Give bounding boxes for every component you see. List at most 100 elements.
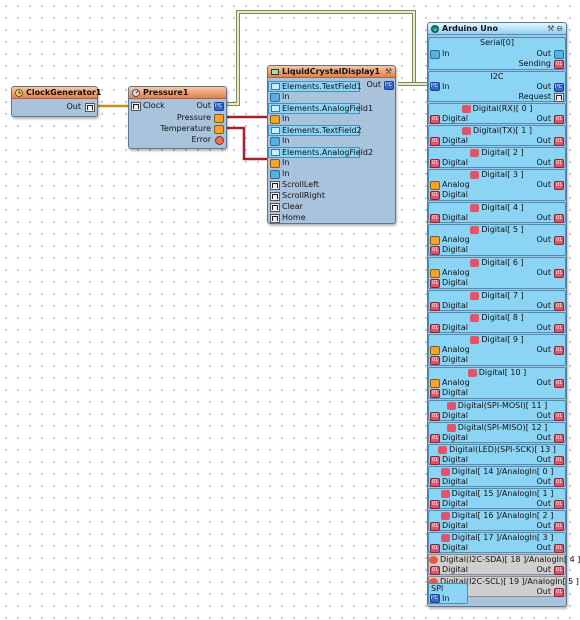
arduino-i2c-section[interactable]: I2C In Out Request (428, 71, 566, 102)
pressure-pressure-pin[interactable] (214, 114, 224, 123)
analog-in-pin[interactable] (430, 236, 440, 245)
arduino-uno-component[interactable]: ∞ Arduino Uno ⚒ ⊖ Serial[0] In Out Sendi… (427, 22, 580, 607)
i2c-in-pin[interactable] (430, 82, 440, 91)
digital-channel-10[interactable]: Digital[ 10 ]AnalogDigitalOut (428, 367, 566, 399)
digital-out-pin[interactable] (554, 588, 564, 597)
digital-out-pin[interactable] (554, 379, 564, 388)
serial-out-pin[interactable] (554, 50, 564, 59)
digital-channel-18[interactable]: Digital(I2C-SDA)[ 18 ]/AnalogIn[ 4 ]Digi… (428, 554, 580, 575)
arduino-serial-section[interactable]: Serial[0] In Out Sending (428, 37, 566, 70)
digital-out-pin[interactable] (554, 181, 564, 190)
digital-out-pin[interactable] (554, 346, 564, 355)
analog-in-pin[interactable] (430, 379, 440, 388)
lcd-textfield2-in-pin[interactable] (270, 137, 280, 146)
i2c-out-pin[interactable] (554, 83, 564, 92)
lcd-header[interactable]: LiquidCrystalDisplay1 ⚒ (268, 66, 395, 78)
lcd-clear-pin[interactable] (270, 203, 280, 212)
lcd-component[interactable]: LiquidCrystalDisplay1 ⚒ Out Elements.Tex… (267, 65, 396, 224)
digital-channel-3[interactable]: Digital[ 3 ]AnalogDigitalOut (428, 169, 566, 201)
lcd-scrollleft-pin[interactable] (270, 181, 280, 190)
pressure-header[interactable]: Pressure1 (129, 87, 226, 99)
serial-sending-pin[interactable] (554, 60, 564, 69)
analog-in-pin[interactable] (430, 346, 440, 355)
digital-out-pin[interactable] (554, 522, 564, 531)
collapse-icon[interactable]: ⊖ (556, 24, 563, 33)
lcd-element-textfield2[interactable]: Elements.TextField2 In (268, 125, 362, 147)
spi-in-pin[interactable] (430, 594, 440, 603)
digital-out-pin[interactable] (554, 456, 564, 465)
digital-out-pin[interactable] (554, 544, 564, 553)
digital-out-pin[interactable] (554, 159, 564, 168)
digital-in-pin[interactable] (430, 478, 440, 487)
serial-in-pin[interactable] (430, 50, 440, 59)
digital-in-pin[interactable] (430, 279, 440, 288)
clock-generator-component[interactable]: ClockGenerator1 Out (11, 86, 101, 117)
digital-in-pin[interactable] (430, 522, 440, 531)
digital-channel-5[interactable]: Digital[ 5 ]AnalogDigitalOut (428, 224, 566, 256)
lcd-element-analogfield1[interactable]: Elements.AnalogField1 In (268, 103, 373, 125)
lcd-home-pin[interactable] (270, 214, 280, 223)
digital-in-pin[interactable] (430, 159, 440, 168)
digital-in-pin[interactable] (430, 456, 440, 465)
lcd-analogfield2-in-pin[interactable] (270, 159, 280, 168)
clock-generator-out-pin[interactable] (85, 103, 95, 112)
digital-in-pin[interactable] (430, 115, 440, 124)
wrench-icon[interactable]: ⚒ (547, 24, 555, 33)
digital-out-pin[interactable] (554, 214, 564, 223)
wrench-icon[interactable]: ⚒ (384, 67, 392, 76)
digital-in-pin[interactable] (430, 544, 440, 553)
lcd-element-analogfield2[interactable]: Elements.AnalogField2 In (268, 147, 373, 169)
arduino-spi-section[interactable]: SPI In (428, 583, 468, 604)
analog-in-pin[interactable] (430, 269, 440, 278)
digital-out-pin[interactable] (554, 115, 564, 124)
digital-out-pin[interactable] (554, 412, 564, 421)
digital-channel-6[interactable]: Digital[ 6 ]AnalogDigitalOut (428, 257, 566, 289)
pressure-component[interactable]: Pressure1 Clock Out Pressure Temperature… (128, 86, 227, 149)
arduino-header[interactable]: ∞ Arduino Uno ⚒ ⊖ (428, 23, 566, 35)
pressure-out-pin[interactable] (214, 102, 224, 111)
digital-out-pin[interactable] (554, 434, 564, 443)
digital-out-pin[interactable] (554, 269, 564, 278)
i2c-request-pin[interactable] (554, 93, 564, 102)
digital-in-pin[interactable] (430, 302, 440, 311)
analog-in-pin[interactable] (430, 181, 440, 190)
digital-out-pin[interactable] (554, 137, 564, 146)
digital-in-pin[interactable] (430, 412, 440, 421)
digital-in-pin[interactable] (430, 324, 440, 333)
digital-in-pin[interactable] (430, 356, 440, 365)
lcd-analogfield1-in-pin[interactable] (270, 115, 280, 124)
digital-in-pin[interactable] (430, 191, 440, 200)
lcd-textfield1-in-pin[interactable] (270, 93, 280, 102)
digital-in-pin[interactable] (430, 500, 440, 509)
digital-in-pin[interactable] (430, 389, 440, 398)
pressure-temperature-pin[interactable] (214, 125, 224, 134)
digital-out-pin[interactable] (554, 236, 564, 245)
clock-generator-header[interactable]: ClockGenerator1 (12, 87, 101, 99)
digital-out-pin[interactable] (554, 566, 564, 575)
pressure-error-pin[interactable] (215, 136, 224, 145)
lcd-out-pin[interactable] (384, 81, 394, 90)
pressure-clock-pin[interactable] (131, 102, 141, 111)
digital-in-pin[interactable] (430, 246, 440, 255)
digital-out-pin[interactable] (554, 478, 564, 487)
digital-channel-9[interactable]: Digital[ 9 ]AnalogDigitalOut (428, 334, 566, 366)
digital-in-pin[interactable] (430, 566, 440, 575)
lcd-scrollright-pin[interactable] (270, 192, 280, 201)
lcd-element-textfield1[interactable]: Elements.TextField1 In (268, 81, 362, 103)
digital-out-pin[interactable] (554, 324, 564, 333)
digital-in-pin[interactable] (430, 434, 440, 443)
digital-in-pin[interactable] (430, 137, 440, 146)
